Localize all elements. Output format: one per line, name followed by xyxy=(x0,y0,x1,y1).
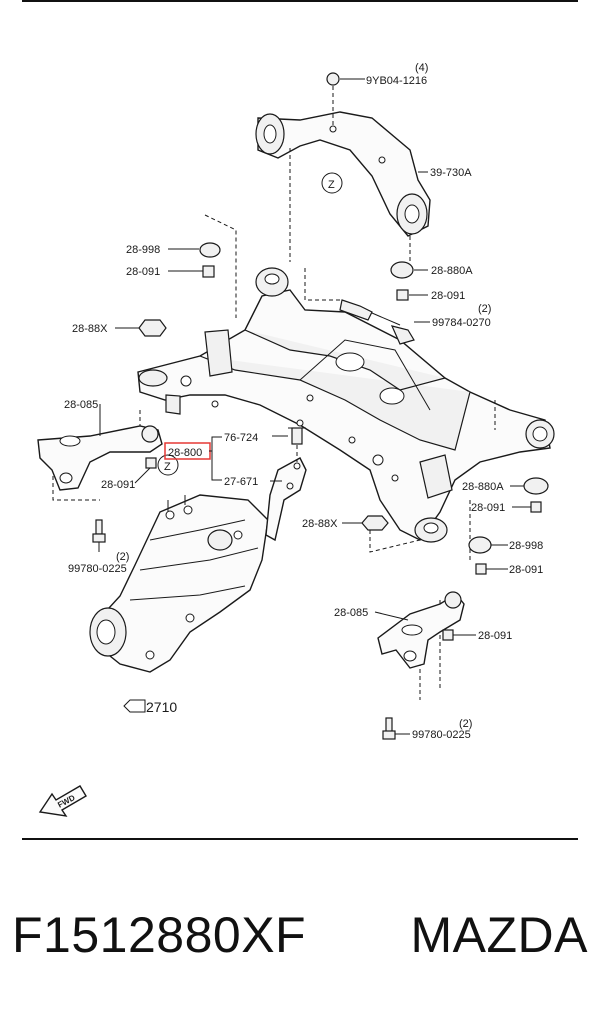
reference-arrow-icon xyxy=(123,699,146,713)
callout-qty: (2) xyxy=(478,303,491,315)
callout-qty: (4) xyxy=(415,62,428,74)
parts-diagram: Z Z xyxy=(37,62,555,817)
ref-circle-z-left xyxy=(157,454,179,476)
callout-label: 28-88X xyxy=(302,518,338,530)
callout-label: 9YB04-1216 xyxy=(366,75,427,87)
callout-label: 28-085 xyxy=(334,607,368,619)
rear-subframe xyxy=(137,267,555,543)
right-lower-hardware xyxy=(342,477,549,575)
left-bolt xyxy=(92,519,106,552)
callout-label: 27-671 xyxy=(224,476,258,488)
center-bracket xyxy=(209,427,307,542)
brand-name: MAZDA xyxy=(410,907,588,963)
callout-qty: (2) xyxy=(116,551,129,563)
bottom-rule xyxy=(22,838,578,840)
upper-mount-bracket xyxy=(255,111,431,237)
callout-label: 76-724 xyxy=(224,432,258,444)
differential-assembly xyxy=(89,494,269,673)
callout-label: 28-880A xyxy=(431,265,473,277)
right-bushing-stack xyxy=(339,261,430,345)
left-lower-link xyxy=(37,404,163,491)
callout-label: 99784-0270 xyxy=(432,317,491,329)
z-label-left: Z xyxy=(164,461,171,473)
callout-label: 28-091 xyxy=(509,564,543,576)
footer: F1512880XF MAZDA xyxy=(12,900,588,970)
callout-label: 28-091 xyxy=(471,502,505,514)
callout-label: 28-998 xyxy=(126,244,160,256)
callout-label: 28-091 xyxy=(101,479,135,491)
z-label-top: Z xyxy=(328,179,335,191)
ref-circle-z-top xyxy=(321,172,343,194)
callout-label: 28-085 xyxy=(64,399,98,411)
fwd-arrow-icon: FWD xyxy=(38,785,87,817)
callout-label: 99780-0225 xyxy=(412,729,471,741)
right-lower-link xyxy=(374,591,476,669)
callout-label-highlight: 28-800 xyxy=(168,447,202,459)
top-rule xyxy=(22,0,578,2)
right-bolt xyxy=(382,717,410,740)
callout-label: 28-091 xyxy=(126,266,160,278)
callout-label: 28-88X xyxy=(72,323,108,335)
callout-label: 28-091 xyxy=(431,290,465,302)
callout-qty: (2) xyxy=(459,718,472,730)
callout-label: 28-091 xyxy=(478,630,512,642)
callout-label: 28-998 xyxy=(509,540,543,552)
part-number: F1512880XF xyxy=(12,907,307,963)
left-bushing-stack xyxy=(115,242,221,337)
top-nut xyxy=(326,72,365,125)
callout-label: 99780-0225 xyxy=(68,563,127,575)
callout-label: 28-880A xyxy=(462,481,504,493)
callout-label: 39-730A xyxy=(430,167,472,179)
callout-label-assembly: 2710 xyxy=(146,699,177,715)
